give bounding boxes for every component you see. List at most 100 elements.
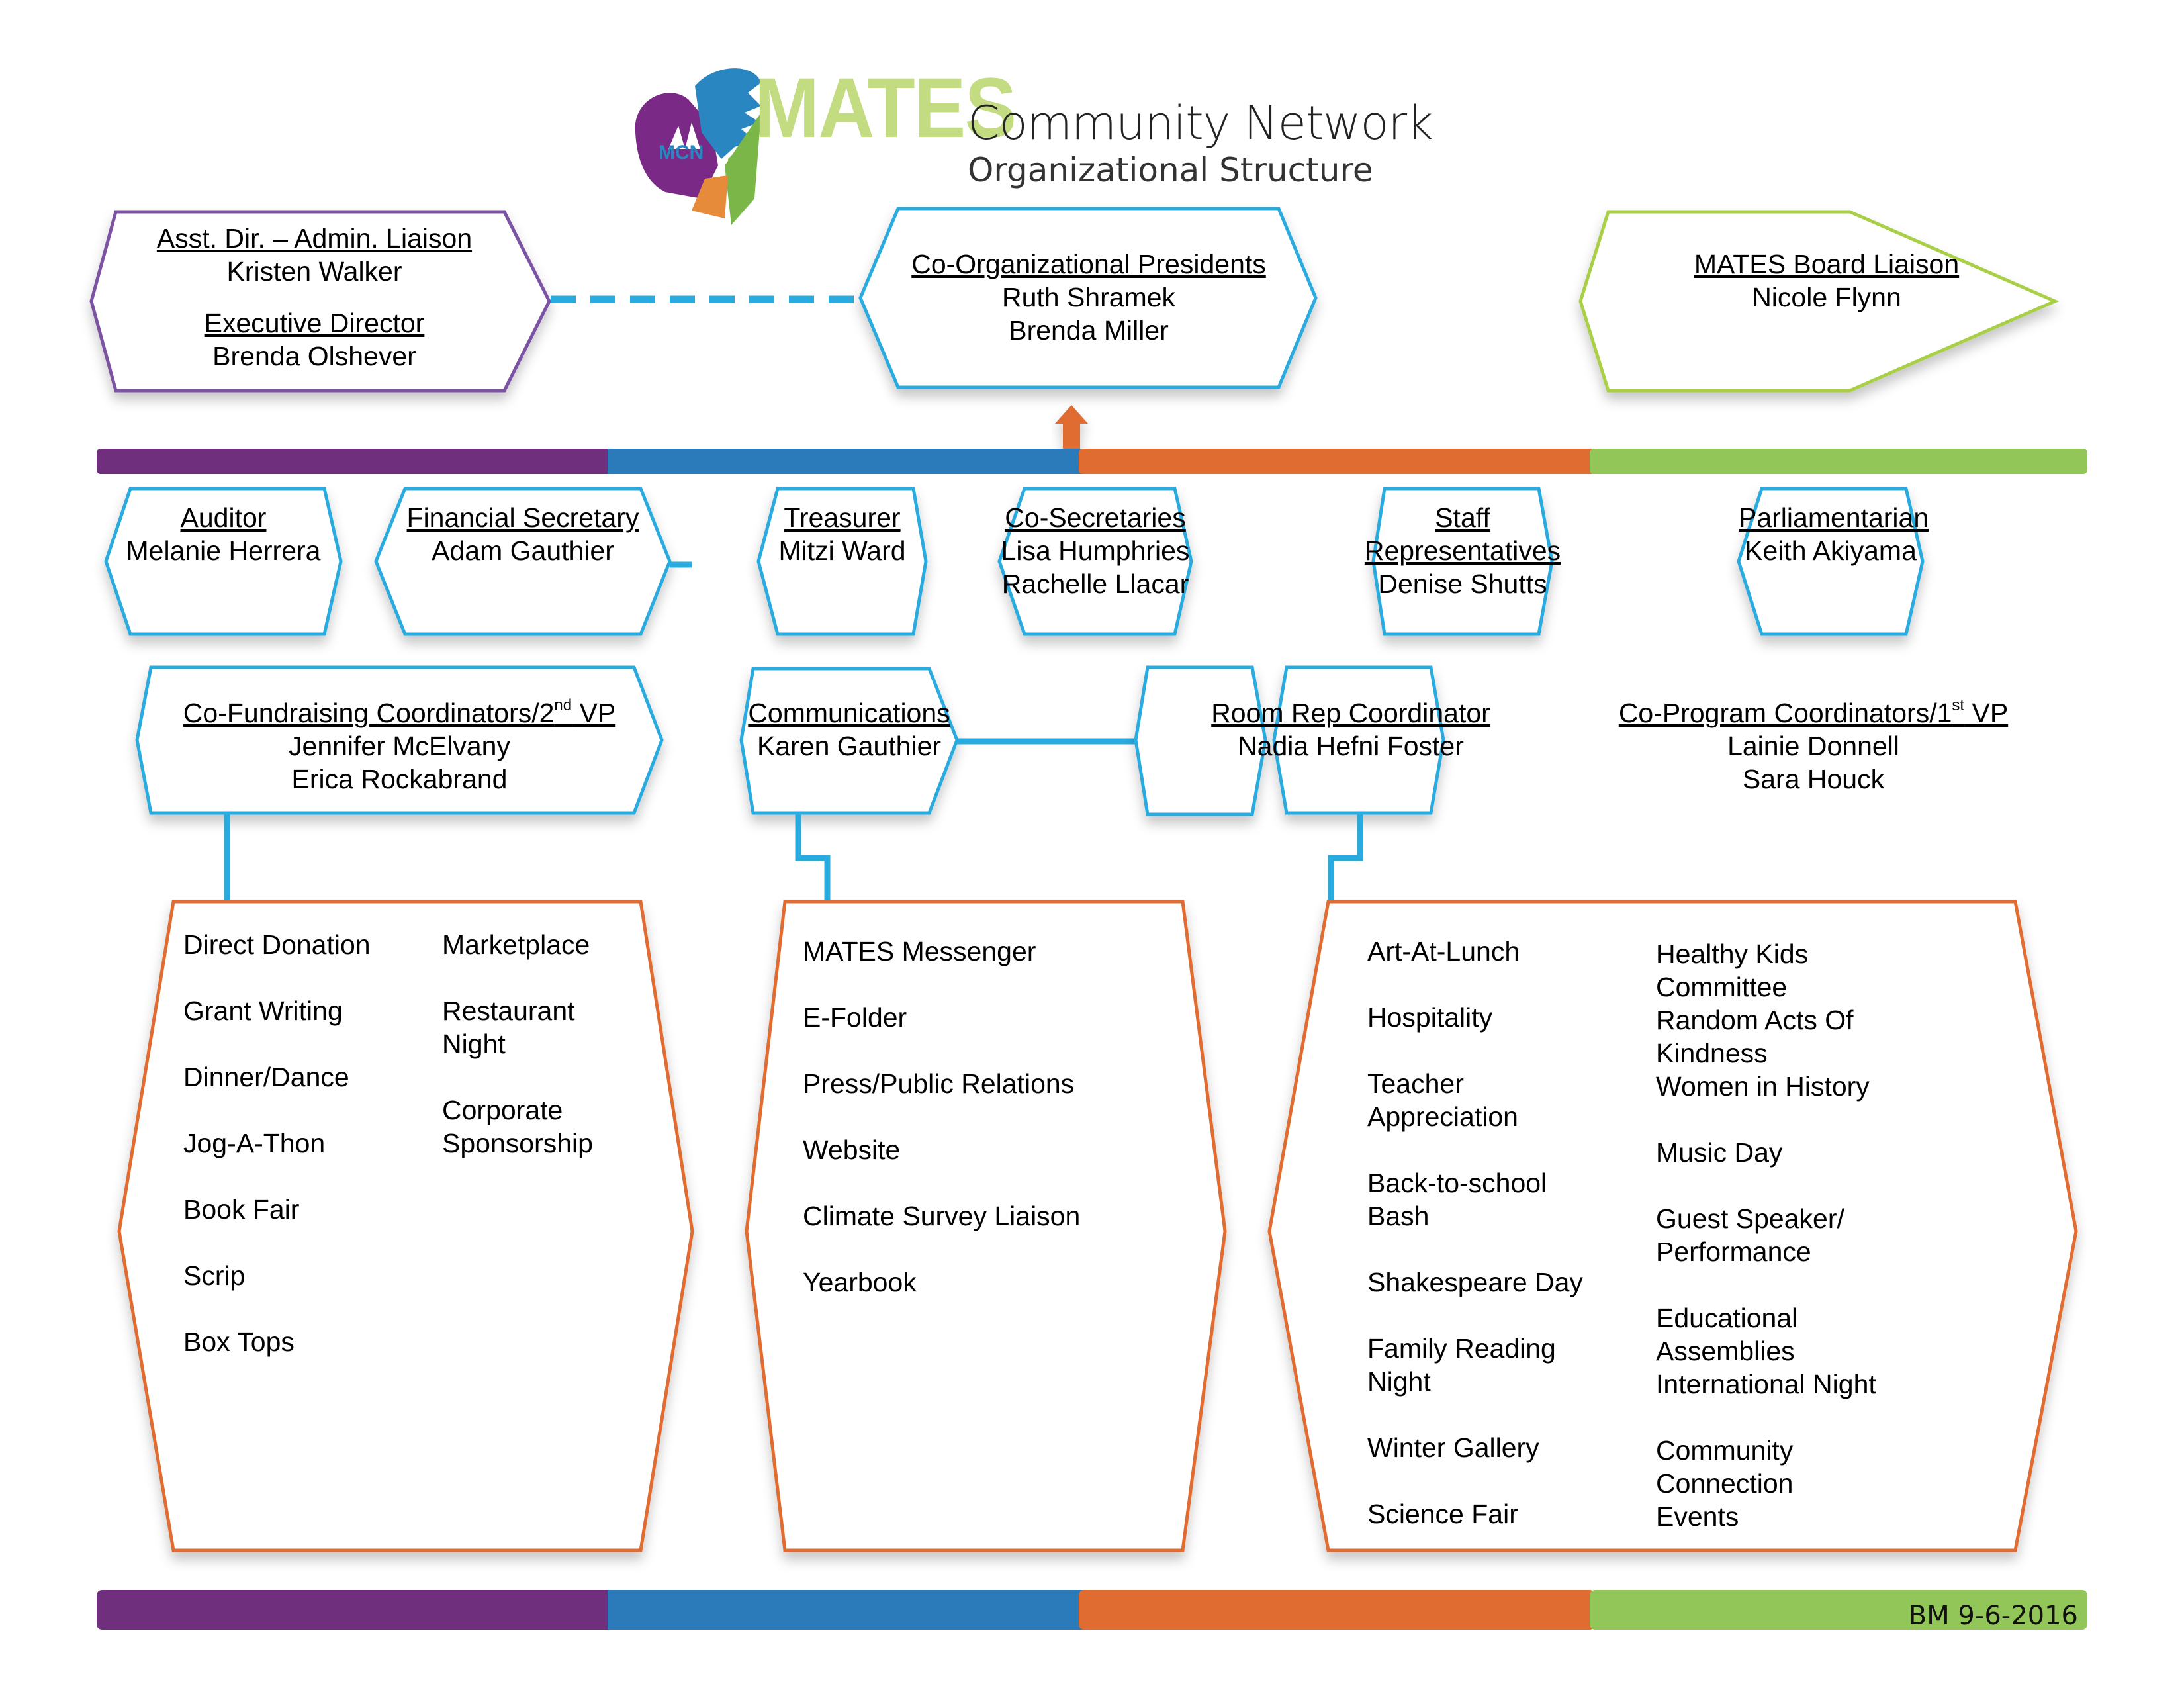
co-secretaries-hexagon (997, 487, 1193, 636)
committee-item: Science Fair (1367, 1499, 1518, 1529)
room-rep-node[interactable]: Room Rep Coordinator Nadia Hefni Foster (1136, 696, 1566, 763)
revision-stamp: BM 9-6-2016 (1908, 1601, 2078, 1631)
treasurer-node[interactable]: Treasurer Mitzi Ward (758, 501, 926, 567)
mates-logo-wordmark: MATES (754, 61, 1017, 156)
committee-item: Back-to-school Bash (1367, 1168, 1547, 1231)
committee-item: Direct Donation (183, 929, 371, 960)
mcn-logo-icon: MCN (635, 68, 761, 225)
committee-item: Teacher Appreciation (1367, 1068, 1518, 1132)
committee-item: Women in History (1656, 1071, 1870, 1102)
mcn-badge: MCN (659, 142, 704, 164)
role-title: Treasurer (784, 502, 901, 533)
committee-item: Grant Writing (183, 996, 343, 1026)
committee-item: MATES Messenger (803, 936, 1036, 966)
fundraising-node[interactable]: Co-Fundraising Coordinators/2nd VP Jenni… (137, 696, 662, 796)
co-secretaries-node[interactable]: Co-Secretaries Lisa Humphries Rachelle L… (999, 501, 1191, 600)
role-title: Co-Program Coordinators/1st VP (1575, 696, 2052, 729)
role-title: Co-Secretaries (1005, 502, 1186, 533)
committee-item: Random Acts Of Kindness (1656, 1005, 1854, 1068)
program-node[interactable]: Co-Program Coordinators/1st VP Lainie Do… (1575, 696, 2052, 796)
page-subtitle: Organizational Structure (968, 151, 1373, 189)
top-color-band (97, 449, 2087, 474)
committee-item: Dinner/Dance (183, 1062, 349, 1092)
committee-item: Restaurant Night (442, 996, 575, 1059)
parliamentarian-hexagon (1737, 487, 1925, 636)
committee-item: Jog-A-Thon (183, 1128, 326, 1158)
committee-item: Community Connection Events (1656, 1435, 1794, 1532)
role-title-text: Co-Fundraising Coordinators/2 (183, 698, 555, 728)
fundraising-hexagon (135, 665, 664, 815)
role-title: Room Rep Coordinator (1211, 698, 1490, 728)
page-title: Community Network (968, 96, 1433, 150)
person-name: Nadia Hefni Foster (1238, 731, 1464, 761)
ordinal-suffix: nd (554, 696, 572, 714)
admin-hexagon (89, 210, 551, 393)
financial-secretary-hexagon (374, 487, 672, 636)
committee-item: Climate Survey Liaison (803, 1201, 1081, 1231)
committee-item: Scrip (183, 1260, 246, 1291)
committee-item: Family Reading Night (1367, 1333, 1556, 1397)
committee-item: Educational Assemblies (1656, 1303, 1798, 1366)
program-committees-box (1267, 900, 2078, 1552)
person-name: Brenda Miller (1009, 315, 1169, 346)
auditor-node[interactable]: Auditor Melanie Herrera (106, 501, 341, 567)
program-connector (1328, 814, 1363, 902)
committee-item: Yearbook (803, 1267, 917, 1297)
person-name: Sara Houck (1742, 764, 1885, 794)
role-title: Communications (748, 698, 950, 728)
committee-item: Box Tops (183, 1327, 295, 1357)
committee-item: International Night (1656, 1369, 1876, 1399)
committee-item: Press/Public Relations (803, 1068, 1075, 1099)
role-title: Auditor (180, 502, 267, 533)
communications-node[interactable]: Communications Karen Gauthier (741, 696, 957, 763)
role-title: Co-Organizational Presidents (911, 249, 1266, 279)
communications-committees-box (745, 900, 1227, 1552)
committee-item: Book Fair (183, 1194, 300, 1225)
committee-item: Winter Gallery (1367, 1432, 1539, 1463)
admin-node[interactable]: Asst. Dir. – Admin. Liaison Kristen Walk… (119, 222, 510, 373)
person-name: Melanie Herrera (126, 536, 321, 566)
person-name: Lisa Humphries (1001, 536, 1190, 566)
person-name: Denise Shutts (1378, 569, 1547, 599)
role-title-suffix: VP (1964, 698, 2009, 728)
committee-item: Music Day (1656, 1137, 1783, 1168)
committee-item: Hospitality (1367, 1002, 1493, 1033)
staff-representatives-hexagon (1371, 487, 1554, 636)
person-name: Erica Rockabrand (291, 764, 508, 794)
role-title: MATES Board Liaison (1694, 249, 1960, 279)
committee-item: Shakespeare Day (1367, 1267, 1583, 1297)
role-title: Asst. Dir. – Admin. Liaison (156, 223, 473, 254)
person-name: Adam Gauthier (432, 536, 614, 566)
person-name: Keith Akiyama (1745, 536, 1917, 566)
fundraising-committees-box (117, 900, 694, 1552)
role-title: Staff Representatives (1364, 502, 1561, 566)
person-name: Brenda Olshever (212, 341, 416, 371)
parliamentarian-node[interactable]: Parliamentarian Keith Akiyama (1739, 501, 1929, 567)
financial-secretary-node[interactable]: Financial Secretary Adam Gauthier (376, 501, 670, 567)
person-name: Karen Gauthier (756, 731, 942, 761)
role-title: Parliamentarian (1739, 502, 1929, 533)
role-title-text: Co-Program Coordinators/1 (1618, 698, 1952, 728)
presidents-node[interactable]: Co-Organizational Presidents Ruth Shrame… (887, 248, 1291, 347)
up-arrow-icon (1055, 405, 1088, 450)
committee-item: Art-At-Lunch (1367, 936, 1520, 966)
staff-representatives-node[interactable]: Staff Representatives Denise Shutts (1363, 501, 1562, 600)
committee-item: Guest Speaker/ Performance (1656, 1203, 1844, 1267)
committee-item: E-Folder (803, 1002, 907, 1033)
bottom-color-band (97, 1590, 2087, 1630)
person-name: Rachelle Llacar (1001, 569, 1189, 599)
room-rep-hexagon (1134, 665, 1267, 816)
board-liaison-hexagon (1578, 210, 2060, 393)
board-liaison-node[interactable]: MATES Board Liaison Nicole Flynn (1615, 248, 2038, 314)
committee-item: Healthy Kids Committee (1656, 939, 1809, 1002)
person-name: Kristen Walker (226, 256, 402, 287)
person-name: Mitzi Ward (778, 536, 906, 566)
role-title: Co-Fundraising Coordinators/2nd VP (137, 696, 662, 729)
person-name: Nicole Flynn (1752, 282, 1901, 312)
program-hexagon (1272, 665, 1445, 815)
treasurer-hexagon (756, 487, 928, 636)
presidents-hexagon (858, 207, 1318, 389)
communications-connector (795, 814, 831, 902)
committee-item: Marketplace (442, 929, 590, 960)
